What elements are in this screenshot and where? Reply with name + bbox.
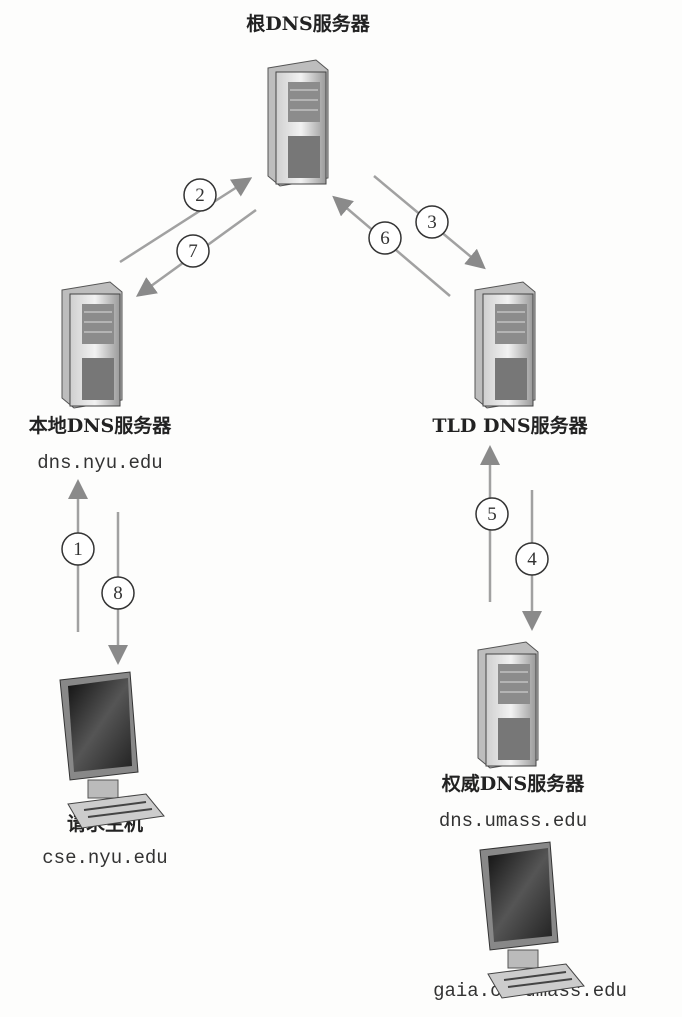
local-dns-server-label: 本地DNS服务器 (29, 414, 173, 437)
svg-text:7: 7 (188, 241, 198, 262)
requesting-computer-icon (59, 671, 165, 829)
step-badge-1: 1 (61, 532, 95, 566)
svg-text:3: 3 (427, 212, 437, 233)
root-dns-server-label: 根DNS服务器 (246, 12, 371, 35)
svg-text:6: 6 (380, 228, 390, 249)
step-badge-8: 8 (101, 576, 135, 610)
authoritative-dns-server-label: 权威DNS服务器 (441, 772, 586, 795)
requesting-host-name: cse.nyu.edu (42, 847, 167, 869)
authoritative-server-icon (477, 641, 539, 769)
step-badge-7: 7 (176, 234, 210, 268)
tld-dns-server-label: TLD DNS服务器 (432, 414, 588, 437)
step-badge-2: 2 (183, 178, 217, 212)
step-badge-6: 6 (368, 221, 402, 255)
tld-server-icon (474, 281, 536, 409)
target-computer-icon (479, 841, 585, 999)
svg-text:1: 1 (73, 539, 83, 560)
svg-text:5: 5 (487, 504, 497, 525)
local-dns-host: dns.nyu.edu (37, 452, 162, 474)
arrow-step-2 (119, 177, 253, 264)
svg-text:8: 8 (113, 583, 123, 604)
step-badge-3: 3 (415, 205, 449, 239)
authoritative-dns-host: dns.umass.edu (439, 810, 587, 832)
svg-text:2: 2 (195, 185, 205, 206)
step-badge-5: 5 (475, 497, 509, 531)
step-badge-4: 4 (515, 542, 549, 576)
local-server-icon (61, 281, 123, 409)
root-server-icon (267, 59, 329, 187)
svg-text:4: 4 (527, 549, 537, 570)
